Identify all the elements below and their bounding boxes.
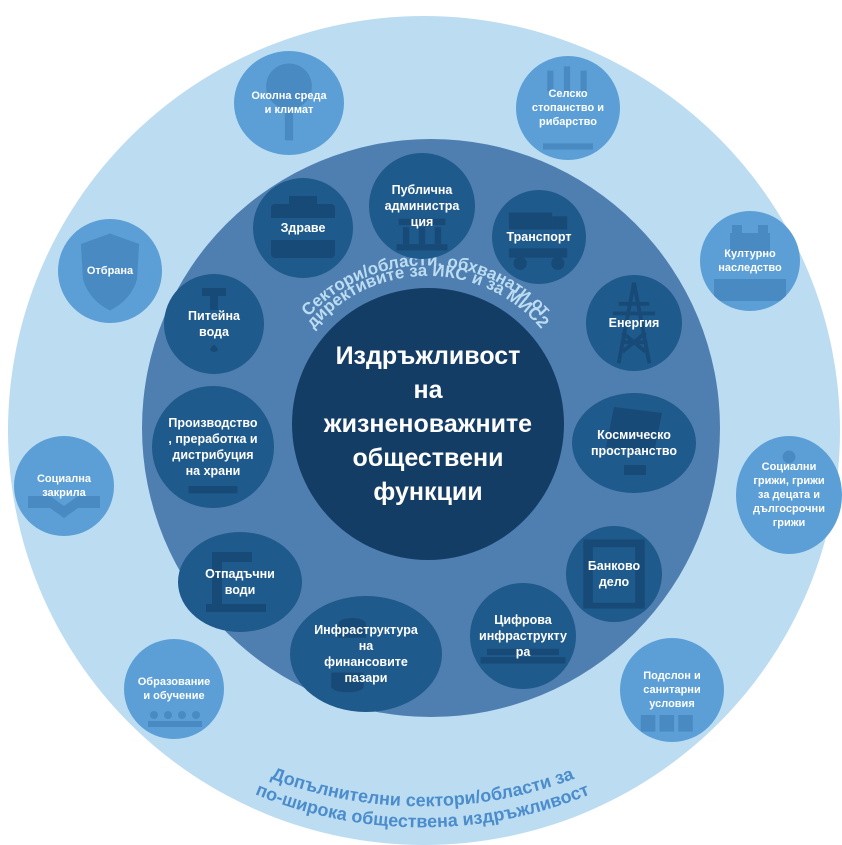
sector-label: Отпадъчни води (205, 567, 275, 597)
sector-financial-market-infrastructure: Инфраструктура на финансовите пазари (290, 596, 442, 712)
safe-icon (583, 539, 645, 609)
sector-label: Образование и обучение (137, 676, 211, 702)
sector-education: Образование и обучение (124, 639, 224, 739)
sector-label: Производство , преработка и дистрибуция … (168, 416, 258, 478)
sector-label: Питейна вода (188, 309, 240, 339)
sector-energy: Енергия (586, 275, 682, 371)
sector-label: Инфраструктура на финансовите пазари (314, 623, 418, 685)
care-icon (782, 450, 796, 464)
handshake-icon (28, 496, 100, 518)
sector-transport: Транспорт (492, 190, 586, 284)
sector-social-protection: Социална закрила (14, 436, 114, 536)
sector-shelter-sanitation: Подслон и санитарни условия (620, 638, 724, 742)
sector-label: Здраве (280, 221, 326, 235)
sector-defence: Отбрана (58, 219, 162, 323)
shield-icon (80, 233, 140, 311)
sector-banking: Банково дело (566, 526, 662, 622)
sector-digital-infrastructure: Цифрова инфраструкту ра (470, 583, 576, 689)
sector-public-administration: Публична администра ция (369, 153, 475, 259)
truck-icon (508, 212, 568, 270)
sector-agriculture-fisheries: Селско стопанство и рибарство (516, 56, 620, 160)
houses-icon (640, 714, 693, 732)
sector-label: Селско стопанство и рибарство (531, 88, 605, 128)
power-pylon-icon (612, 282, 656, 364)
food-icon (188, 486, 238, 494)
sector-space: Космическо пространство (572, 393, 696, 493)
government-building-icon (396, 218, 448, 251)
medical-kit-icon (271, 196, 335, 258)
sector-social-care: Социални грижи, грижи за децата и дългос… (736, 436, 842, 554)
sector-label: Подслон и санитарни условия (643, 670, 701, 710)
sector-label: Отбрана (86, 265, 134, 277)
pipe-icon (206, 552, 266, 612)
sector-health: Здраве (253, 178, 353, 278)
sector-label: Социални грижи, грижи за децата и дългос… (753, 461, 825, 529)
laptop-icon (480, 648, 566, 664)
center-circle: Издръжливост на жизненоважните обществен… (292, 288, 564, 560)
water-tap-icon (202, 288, 226, 352)
classroom-icon (148, 711, 202, 727)
sector-label: Цифрова инфраструкту ра (479, 613, 567, 659)
castle-icon (714, 225, 786, 301)
solar-panel-icon (606, 407, 662, 475)
sector-cultural-heritage: Културно наследство (700, 211, 800, 311)
center-title: Издръжливост на жизненоважните обществен… (323, 342, 533, 506)
sector-environment-climate: Околна среда и климат (234, 51, 344, 155)
sector-label: Публична администра ция (384, 183, 460, 229)
sector-label: Банково дело (587, 559, 641, 589)
wheat-icon (543, 66, 593, 150)
sector-label: Космическо пространство (590, 428, 678, 458)
sector-label: Енергия (608, 316, 660, 330)
tree-icon (266, 63, 312, 141)
sector-wastewater: Отпадъчни води (178, 532, 302, 632)
sector-label: Транспорт (506, 230, 572, 244)
sector-food: Производство , преработка и дистрибуция … (152, 386, 274, 508)
sector-label: Околна среда и климат (251, 90, 327, 116)
coins-icon (331, 618, 366, 693)
sector-label: Социална закрила (36, 473, 92, 499)
sector-drinking-water: Питейна вода (164, 274, 264, 374)
sector-label: Културно наследство (718, 248, 782, 274)
